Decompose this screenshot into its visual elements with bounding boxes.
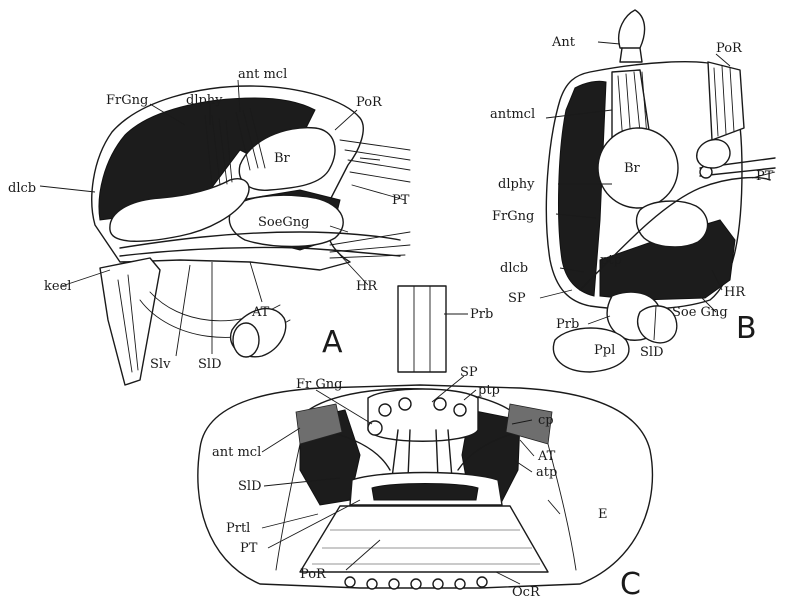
- panel-a-label-dlphy: dlphy: [186, 93, 223, 108]
- panel-c-label-pt: PT: [240, 541, 258, 556]
- panel-b-label-prb: Prb: [556, 317, 579, 332]
- panel-c-letter: C: [620, 567, 641, 598]
- panel-c-proboscis: [398, 286, 446, 372]
- panel-c-ocr-teeth: [345, 577, 487, 589]
- panel-c-tooth-2: [367, 579, 377, 589]
- panel-b-antenna: [619, 10, 645, 48]
- panel-c-foramen: [372, 484, 478, 501]
- panel-a-label-soegng: SoeGng: [258, 215, 310, 230]
- panel-b-label-por: PoR: [716, 41, 743, 56]
- panel-b: Ant PoR antmcl Br dlphy PT FrGng ptp dlc…: [490, 10, 775, 372]
- panel-c-label-atp: atp: [536, 465, 557, 480]
- panel-c-label-por: PoR: [300, 567, 327, 582]
- panel-c-label-prb: Prb: [470, 307, 493, 322]
- panel-b-letter: B: [736, 311, 757, 346]
- panel-b-label-frgng: FrGng: [492, 209, 534, 224]
- panel-c-tooth-1: [345, 577, 355, 587]
- panel-c-occipital-plate: [300, 506, 548, 572]
- panel-b-label-br: Br: [624, 161, 641, 176]
- panel-a-label-dlcb: dlcb: [8, 181, 36, 196]
- panel-a-label-ant-mcl: ant mcl: [238, 67, 287, 82]
- panel-a-label-sld: SlD: [198, 357, 222, 372]
- panel-a-label-keel: keel: [44, 279, 71, 294]
- panel-b-label-dlcb: dlcb: [500, 261, 528, 276]
- panel-c-sp-knob-3: [434, 398, 446, 410]
- panel-b-label-pt: PT: [756, 169, 774, 184]
- panel-b-label-sp: SP: [508, 291, 526, 306]
- panel-c-sp-knob-4: [454, 404, 466, 416]
- panel-a-pt-muscle: [340, 140, 410, 200]
- panel-b-label-ptp: ptp: [600, 253, 622, 268]
- panel-a-label-pt: PT: [392, 193, 410, 208]
- panel-a: ant mcl FrGng dlphy PoR Br dlcb PT SoeGn…: [8, 67, 410, 385]
- panel-a-label-hr: HR: [356, 279, 378, 294]
- panel-a-label-br: Br: [274, 151, 291, 166]
- panel-c-label-frgng: Fr Gng: [296, 377, 342, 392]
- panel-a-label-at: AT: [251, 305, 270, 320]
- panel-c-tooth-5: [433, 579, 443, 589]
- panel-a-letter: A: [322, 325, 343, 360]
- panel-a-label-slv: Slv: [150, 357, 171, 372]
- panel-c-label-ant-mcl: ant mcl: [212, 445, 261, 460]
- panel-b-label-sld: SlD: [640, 345, 664, 360]
- panel-c-label-sld: SlD: [238, 479, 262, 494]
- panel-b-label-ant: Ant: [551, 35, 576, 50]
- panel-c-label-sp: SP: [460, 365, 478, 380]
- panel-c-label-ocr: OcR: [512, 585, 541, 598]
- panel-b-pt-cluster: [697, 140, 730, 168]
- panel-c-sp-knob-1: [379, 404, 391, 416]
- panel-c-tooth-3: [389, 579, 399, 589]
- panel-c-tooth-7: [477, 577, 487, 587]
- panel-c-tooth-4: [411, 579, 421, 589]
- panel-c-label-ptp: ptp: [478, 383, 500, 398]
- panel-b-antenna-base: [620, 48, 642, 62]
- panel-b-label-hr: HR: [724, 285, 746, 300]
- panel-b-label-ant-mcl: antmcl: [490, 107, 535, 122]
- panel-c-sp-knob-2: [399, 398, 411, 410]
- panel-c-label-prtl: Prtl: [226, 521, 250, 536]
- panel-b-label-soegng: Soe Gng: [672, 305, 728, 320]
- panel-b-ppl-lobe: [553, 328, 629, 372]
- panel-a-label-por: PoR: [356, 95, 383, 110]
- panel-a-at-opening: [233, 323, 259, 357]
- panel-c-label-e: E: [598, 507, 608, 522]
- panel-a-tentorium-lower: [120, 247, 400, 256]
- panel-c-tooth-6: [455, 579, 465, 589]
- panel-a-label-frgng: FrGng: [106, 93, 148, 108]
- panel-c-left-side: [276, 444, 300, 570]
- panel-c-label-cp: cp: [538, 413, 554, 428]
- panel-b-label-ppl: Ppl: [594, 343, 615, 358]
- panel-b-label-dlphy: dlphy: [498, 177, 535, 192]
- panel-c-label-at: AT: [537, 449, 556, 464]
